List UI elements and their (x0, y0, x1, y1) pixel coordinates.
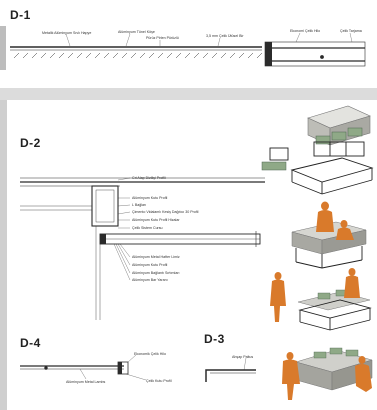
d1-note: Ekonomi Çelik Hilo (290, 29, 321, 33)
d1-note: 3,5 mm Çelik Ütüsel Bir (206, 34, 244, 38)
hatch-mark (112, 52, 119, 59)
detail-d1-panel (0, 0, 377, 88)
section-edge-marker (0, 26, 6, 70)
d2-note: Çelik Sistem Cursu (132, 226, 163, 230)
d2-note: Çimento Vidalamlı Kesiş Dağıtıcı 30 Prof… (132, 210, 199, 214)
axonometric-exploded-view (261, 105, 374, 195)
d3-section-drawing (205, 357, 256, 382)
hatch-mark (130, 52, 137, 59)
hatch-mark (76, 52, 83, 59)
hatch-mark (220, 52, 227, 59)
hatch-mark (157, 52, 164, 59)
axonometric-seating-view (291, 201, 367, 269)
hatch-mark (256, 52, 263, 59)
hatch-mark (40, 52, 47, 59)
hatch-mark (175, 52, 182, 59)
hatch-mark (202, 52, 209, 59)
d4-section-drawing (20, 354, 147, 381)
hatch-mark (85, 52, 92, 59)
hatch-mark (139, 52, 146, 59)
hatch-mark (211, 52, 218, 59)
d2-note: Alüminyum Kutu Profil Hizalar (132, 218, 180, 222)
detail-d3-label: D-3 (204, 332, 225, 346)
d1-note: Metalik Alüminyum Sıvlı Hapye (42, 31, 92, 35)
d2-section-drawing (20, 177, 265, 320)
hatch-mark (247, 52, 254, 59)
axonometric-people-view (270, 268, 372, 331)
d1-note: Alüminyum Tünel Köşe (118, 30, 155, 34)
d2-note: Alüminyum Metal Hafter Limiz (132, 255, 180, 259)
d2-note: L Bağları (132, 203, 147, 207)
hatch-mark (121, 52, 128, 59)
d1-note: Pürüz Pirlen Pürüzlü (146, 36, 179, 40)
hatch-mark (22, 52, 29, 59)
d1-note: Çelik Tarjama (340, 29, 362, 33)
hatch-mark (31, 52, 38, 59)
hatch-mark (148, 52, 155, 59)
detail-d1-label: D-1 (10, 8, 31, 22)
hatch-mark (49, 52, 56, 59)
d2-note: Alüminyum Bağlantı Sırtımları (132, 271, 180, 275)
d2-note: Alüminyum Bar Yaranı (132, 278, 168, 282)
d2-note: Alüminyum Kutu Profil (132, 196, 168, 200)
detail-d2-label: D-2 (20, 136, 41, 150)
d4-note: Alüminyum Metal Lambs (66, 380, 106, 384)
hatch-mark (193, 52, 200, 59)
section-edge-strip (0, 100, 7, 410)
d2-note: Alüminyum Kutu Profil (132, 263, 168, 267)
d1-section-drawing (10, 32, 366, 67)
panel-separator (0, 88, 377, 100)
hatch-mark (166, 52, 173, 59)
hatch-mark (58, 52, 65, 59)
d4-note: Ekonomik Çelik Hilo (134, 352, 166, 356)
d3-note: Ahşap Paltus (232, 355, 254, 359)
hatch-mark (238, 52, 245, 59)
hatch-mark (229, 52, 236, 59)
hatch-mark (94, 52, 101, 59)
axonometric-bench-view (282, 347, 373, 400)
hatch-mark (103, 52, 110, 59)
d4-note: Çelik Kutu Profil (146, 379, 172, 383)
hatch-mark (67, 52, 74, 59)
hatch-mark (184, 52, 191, 59)
hatch-mark (13, 52, 20, 59)
detail-d4-label: D-4 (20, 336, 41, 350)
